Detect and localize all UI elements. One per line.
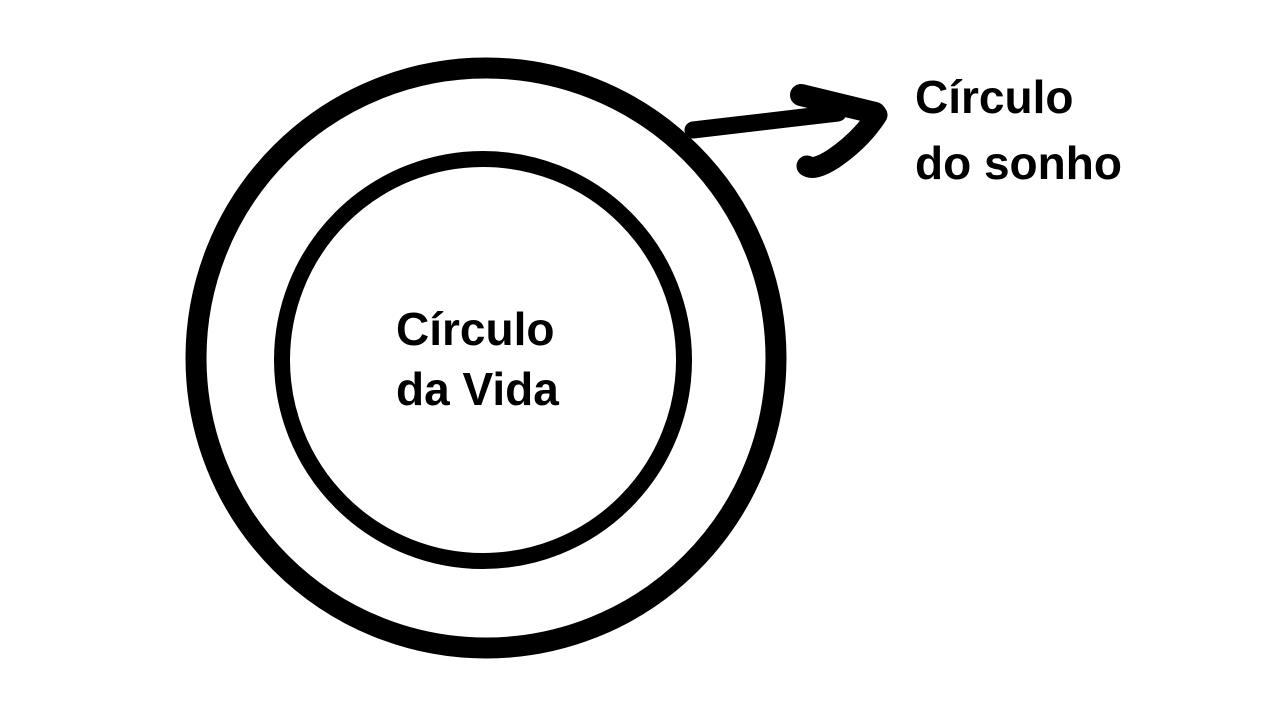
arrow-annotation-label-line1: Círculo (915, 71, 1074, 123)
arrow-annotation-label-line2: do sonho (915, 137, 1122, 189)
arrow-annotation-label: Círculo do sonho (915, 64, 1122, 196)
inner-circle-label-line2: da Vida (396, 363, 559, 415)
arrow-shaft (684, 104, 847, 139)
inner-circle (274, 151, 692, 569)
arrow-head-lower-barb (796, 104, 888, 178)
arrow-icon (684, 84, 888, 178)
arrow-head-upper-barb (790, 84, 886, 124)
inner-circle-label: Círculo da Vida (396, 299, 559, 419)
inner-circle-label-line1: Círculo (396, 303, 555, 355)
outer-circle (185, 57, 787, 659)
